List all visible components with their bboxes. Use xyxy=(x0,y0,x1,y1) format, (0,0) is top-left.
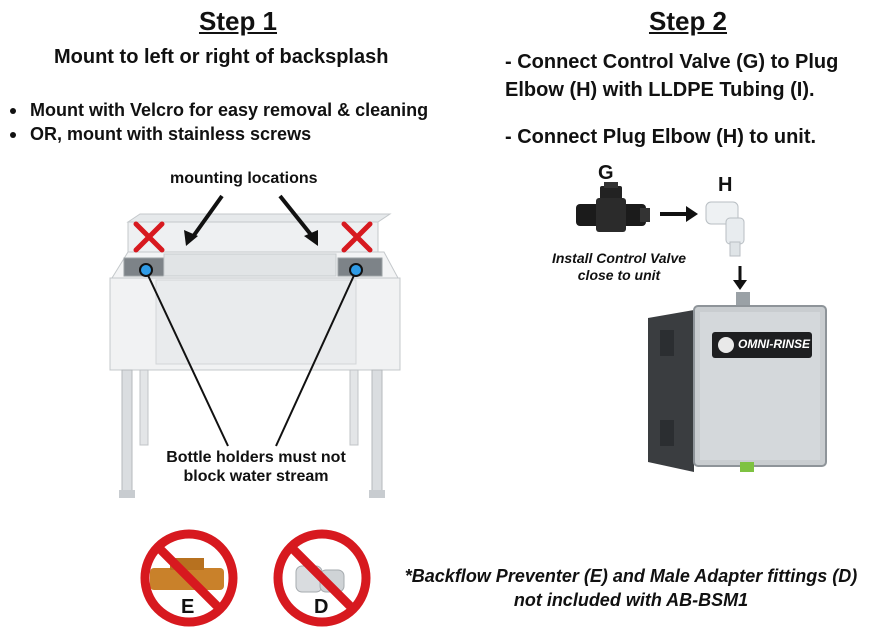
step2-instruction-1: - Connect Control Valve (G) to Plug Elbo… xyxy=(505,48,838,104)
x-mark-right-icon xyxy=(341,221,373,253)
item-e-letter: E xyxy=(181,596,195,618)
bullet-screws: OR, mount with stainless screws xyxy=(6,122,428,146)
bottle-note-line2: block water stream xyxy=(183,468,329,485)
mounting-locations-label: mounting locations xyxy=(170,170,318,187)
plug-elbow-icon xyxy=(705,201,745,257)
omni-rinse-unit-icon xyxy=(648,292,827,472)
blue-dot-right-icon xyxy=(349,263,363,277)
prohibit-e-icon xyxy=(140,529,238,627)
elbow-letter-h: H xyxy=(718,174,733,196)
item-d-letter: D xyxy=(314,596,329,618)
prohibit-d-icon xyxy=(273,529,371,627)
step1-bullet-list: Mount with Velcro for easy removal & cle… xyxy=(6,98,428,146)
step1-subtitle: Mount to left or right of backsplash xyxy=(54,46,389,68)
bullet-velcro: Mount with Velcro for easy removal & cle… xyxy=(6,98,428,122)
step1-title: Step 1 xyxy=(198,6,278,36)
instruction1-line1: - Connect Control Valve (G) to Plug xyxy=(505,51,839,73)
step2-instruction-2: - Connect Plug Elbow (H) to unit. xyxy=(505,126,817,148)
not-included-note: *Backflow Preventer (E) and Male Adapter… xyxy=(376,564,886,612)
valve-note-line2: close to unit xyxy=(577,267,661,283)
instruction1-line2: Elbow (H) with LLDPE Tubing (I). xyxy=(505,79,815,101)
bottle-holder-note: Bottle holders must not block water stre… xyxy=(156,448,356,486)
blue-dot-left-icon xyxy=(139,263,153,277)
omni-rinse-logo: OMNI-RINSE xyxy=(738,337,810,351)
control-valve-icon xyxy=(576,182,650,232)
not-included-line2: not included with AB-BSM1 xyxy=(513,590,749,610)
valve-install-note: Install Control Valve close to unit xyxy=(544,250,694,284)
not-included-line1: *Backflow Preventer (E) and Male Adapter… xyxy=(404,566,858,586)
bottle-note-line1: Bottle holders must not xyxy=(166,449,346,466)
step2-title: Step 2 xyxy=(648,6,728,36)
valve-letter-g: G xyxy=(598,162,614,184)
x-mark-left-icon xyxy=(133,221,165,253)
valve-note-line1: Install Control Valve xyxy=(551,250,687,266)
